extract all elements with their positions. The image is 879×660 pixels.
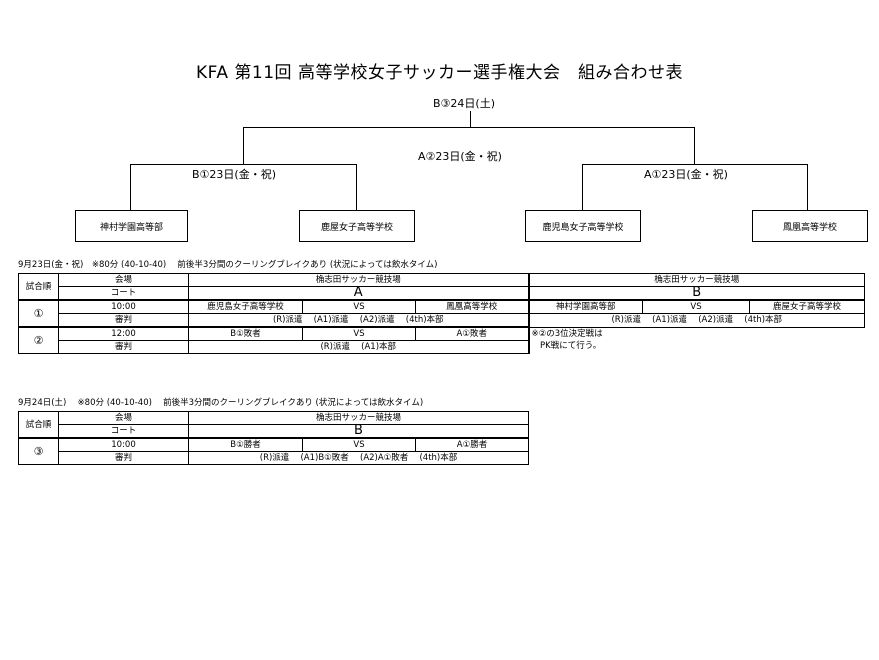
match-1a-referee: (R)派遣 (A1)派遣 (A2)派遣 (4th)本部: [188, 313, 529, 328]
final-round-label: B③24日(土): [433, 95, 495, 111]
court-b: B: [527, 286, 865, 301]
day2-match-no-header: 試合順: [18, 411, 59, 439]
venue-b: 桷志田サッカー競技場: [527, 273, 865, 287]
page-title: KFA 第11回 高等学校女子サッカー選手権大会 組み合わせ表: [196, 63, 683, 83]
court-a: A: [188, 286, 529, 301]
day2-venue: 桷志田サッカー競技場: [187, 411, 530, 425]
day2-court-row-label: コート: [58, 424, 189, 439]
left-semi-round-label: B①23日(金・祝): [192, 168, 276, 181]
match-2-away: A①敗者: [415, 326, 529, 341]
match-2-referee-label: 審判: [58, 340, 189, 354]
bracket-left-semi-bar: [130, 164, 357, 165]
match-1b-away: 鹿屋女子高等学校: [749, 299, 865, 314]
day1-schedule-table: 試合順 会場 桷志田サッカー競技場 桷志田サッカー競技場 コート A B ① 1…: [18, 273, 865, 354]
match-3-time: 10:00: [58, 437, 189, 452]
right-semi-round-label: A①23日(金・祝): [644, 168, 728, 181]
team-box-houou: 鳳凰高等学校: [752, 210, 868, 242]
bracket-final-stem: [470, 110, 471, 128]
bracket-right-leg-1: [582, 164, 583, 210]
match-3-vs: VS: [302, 437, 416, 452]
match-1-time: 10:00: [58, 299, 189, 314]
match-2-home: B①敗者: [188, 326, 303, 341]
match-2-time: 12:00: [58, 326, 189, 341]
match-1b-home: 神村学園高等部: [527, 299, 643, 314]
match-no-2: ②: [18, 326, 59, 354]
match-3-away: A①勝者: [414, 437, 530, 452]
match-1b-referee: (R)派遣 (A1)派遣 (A2)派遣 (4th)本部: [527, 313, 865, 328]
match-2-vs: VS: [302, 326, 416, 341]
match-1-referee-label: 審判: [58, 313, 189, 328]
team-box-kagoshima-joshi: 鹿児島女子高等学校: [525, 210, 641, 242]
bracket-right-drop: [694, 127, 695, 165]
team-box-kanoya: 鹿屋女子高等学校: [299, 210, 415, 242]
third-place-note-cell: ※②の3位決定戦は PK戦にて行う。: [527, 327, 865, 354]
bracket-left-leg-1: [130, 164, 131, 210]
venue-a: 桷志田サッカー競技場: [188, 273, 529, 287]
venue-row-label: 会場: [58, 273, 189, 287]
match-1b-vs: VS: [642, 299, 750, 314]
team-box-kamimura: 神村学園高等部: [75, 210, 188, 242]
bracket-right-leg-2: [807, 164, 808, 210]
match-2-referee: (R)派遣 (A1)本部: [188, 340, 529, 354]
third-place-note-line-2: PK戦にて行う。: [531, 340, 602, 351]
match-1a-away: 鳳凰高等学校: [415, 299, 529, 314]
match-no-1: ①: [18, 299, 59, 328]
match-1a-vs: VS: [302, 299, 416, 314]
court-row-label: コート: [58, 286, 189, 301]
match-1a-home: 鹿児島女子高等学校: [188, 299, 303, 314]
day2-schedule-table: 試合順 会場 桷志田サッカー競技場 コート B ③ 10:00 B①勝者 VS …: [18, 411, 530, 465]
bracket-left-drop: [243, 127, 244, 165]
day1-header-note: 9月23日(金・祝) ※80分 (40-10-40) 前後半3分間のクーリングブ…: [18, 260, 438, 270]
match-no-header: 試合順: [18, 273, 59, 301]
third-place-note-line-1: ※②の3位決定戦は: [531, 328, 603, 339]
bracket-right-semi-bar: [582, 164, 808, 165]
day2-court: B: [187, 424, 530, 439]
bracket-top-bar: [243, 127, 695, 128]
third-place-round-label: A②23日(金・祝): [418, 150, 502, 163]
day2-header-note: 9月24日(土) ※80分 (40-10-40) 前後半3分間のクーリングブレイ…: [18, 398, 424, 408]
match-3-referee: (R)派遣 (A1)B①敗者 (A2)A①敗者 (4th)本部: [187, 451, 530, 465]
match-3-referee-label: 審判: [58, 451, 189, 465]
day2-venue-row-label: 会場: [58, 411, 189, 425]
match-3-home: B①勝者: [188, 437, 303, 452]
match-no-3: ③: [18, 437, 59, 465]
bracket-left-leg-2: [356, 164, 357, 210]
